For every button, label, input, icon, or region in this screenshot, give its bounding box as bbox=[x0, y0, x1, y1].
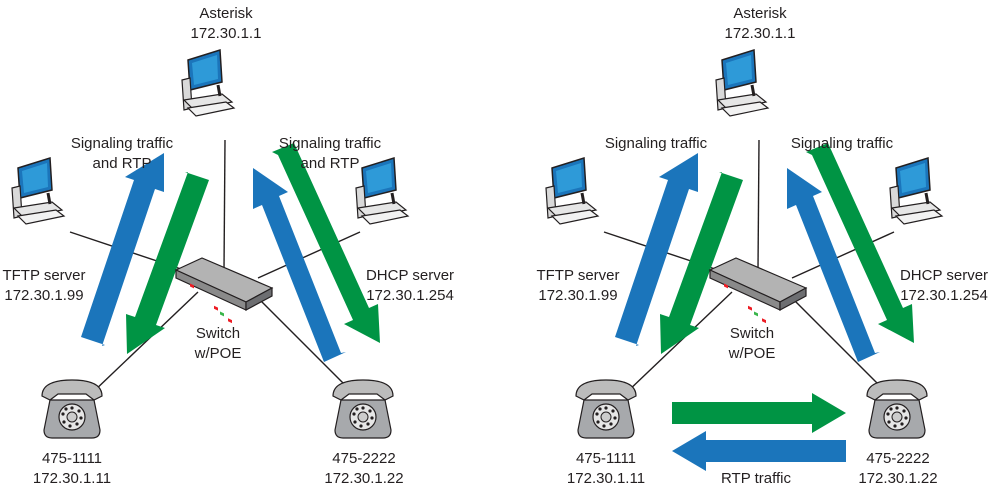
asterisk-name: Asterisk bbox=[199, 5, 253, 22]
dhcp-server-ip: 172.30.1.254 bbox=[366, 287, 454, 304]
left-arrow-down-signaling bbox=[660, 172, 743, 354]
diagram-left: Asterisk 172.30.1.1 Signaling traffic an… bbox=[2, 5, 454, 487]
phone1-ip: 172.30.1.11 bbox=[567, 470, 645, 487]
rtp-arrow-left bbox=[672, 431, 846, 471]
tftp-server-ip: 172.30.1.99 bbox=[538, 287, 617, 304]
dhcp-server-computer-icon bbox=[354, 156, 410, 226]
tftp-server-computer-icon bbox=[10, 156, 66, 226]
right-traffic-label-line2: and RTP bbox=[301, 155, 360, 172]
traffic-arrows bbox=[615, 143, 914, 471]
right-traffic-label: Signaling traffic bbox=[791, 135, 894, 152]
phone-475-2222-icon bbox=[866, 379, 928, 439]
diagram-right: Asterisk 172.30.1.1 Signaling traffic Si… bbox=[536, 5, 988, 487]
phone-475-1111-icon bbox=[575, 379, 637, 439]
phone-475-2222-icon bbox=[332, 379, 394, 439]
asterisk-ip: 172.30.1.1 bbox=[725, 25, 796, 42]
phone1-ip: 172.30.1.11 bbox=[33, 470, 111, 487]
left-traffic-label: Signaling traffic bbox=[71, 135, 174, 152]
phone2-extension: 475-2222 bbox=[866, 450, 929, 467]
dhcp-server-computer-icon bbox=[888, 156, 944, 226]
right-arrow-up-signaling bbox=[253, 168, 346, 362]
phone2-ip: 172.30.1.22 bbox=[324, 470, 403, 487]
dhcp-server-ip: 172.30.1.254 bbox=[900, 287, 988, 304]
phone1-extension: 475-1111 bbox=[42, 450, 102, 467]
right-arrow-up-signaling bbox=[787, 168, 880, 362]
tftp-server-ip: 172.30.1.99 bbox=[4, 287, 83, 304]
switch-label: Switch bbox=[730, 325, 774, 342]
asterisk-computer-icon bbox=[180, 48, 236, 118]
traffic-arrows bbox=[81, 143, 380, 362]
rtp-traffic-label: RTP traffic bbox=[721, 470, 792, 487]
phone1-extension: 475-1111 bbox=[576, 450, 636, 467]
rtp-arrow-right bbox=[672, 393, 846, 433]
switch-icon bbox=[175, 257, 273, 324]
right-traffic-label: Signaling traffic bbox=[279, 135, 382, 152]
tftp-server-name: TFTP server bbox=[536, 267, 619, 284]
left-arrow-down-rtp bbox=[126, 172, 209, 354]
dhcp-server-name: DHCP server bbox=[366, 267, 454, 284]
tftp-server-name: TFTP server bbox=[2, 267, 85, 284]
labels: Asterisk 172.30.1.1 Signaling traffic Si… bbox=[536, 5, 988, 487]
asterisk-computer-icon bbox=[714, 48, 770, 118]
switch-label: Switch bbox=[196, 325, 240, 342]
phone2-extension: 475-2222 bbox=[332, 450, 395, 467]
switch-label-line2: w/POE bbox=[194, 345, 242, 362]
right-arrow-down-rtp bbox=[272, 143, 380, 343]
right-arrow-down-signaling bbox=[806, 143, 914, 343]
phone2-ip: 172.30.1.22 bbox=[858, 470, 937, 487]
left-traffic-label: Signaling traffic bbox=[605, 135, 708, 152]
labels: Asterisk 172.30.1.1 Signaling traffic an… bbox=[2, 5, 454, 487]
switch-icon bbox=[709, 257, 807, 324]
asterisk-ip: 172.30.1.1 bbox=[191, 25, 262, 42]
tftp-server-computer-icon bbox=[544, 156, 600, 226]
phone-475-1111-icon bbox=[41, 379, 103, 439]
left-traffic-label-line2: and RTP bbox=[93, 155, 152, 172]
asterisk-name: Asterisk bbox=[733, 5, 787, 22]
dhcp-server-name: DHCP server bbox=[900, 267, 988, 284]
switch-label-line2: w/POE bbox=[728, 345, 776, 362]
left-arrow-up-signaling bbox=[81, 153, 164, 346]
left-arrow-up-signaling bbox=[615, 153, 698, 346]
